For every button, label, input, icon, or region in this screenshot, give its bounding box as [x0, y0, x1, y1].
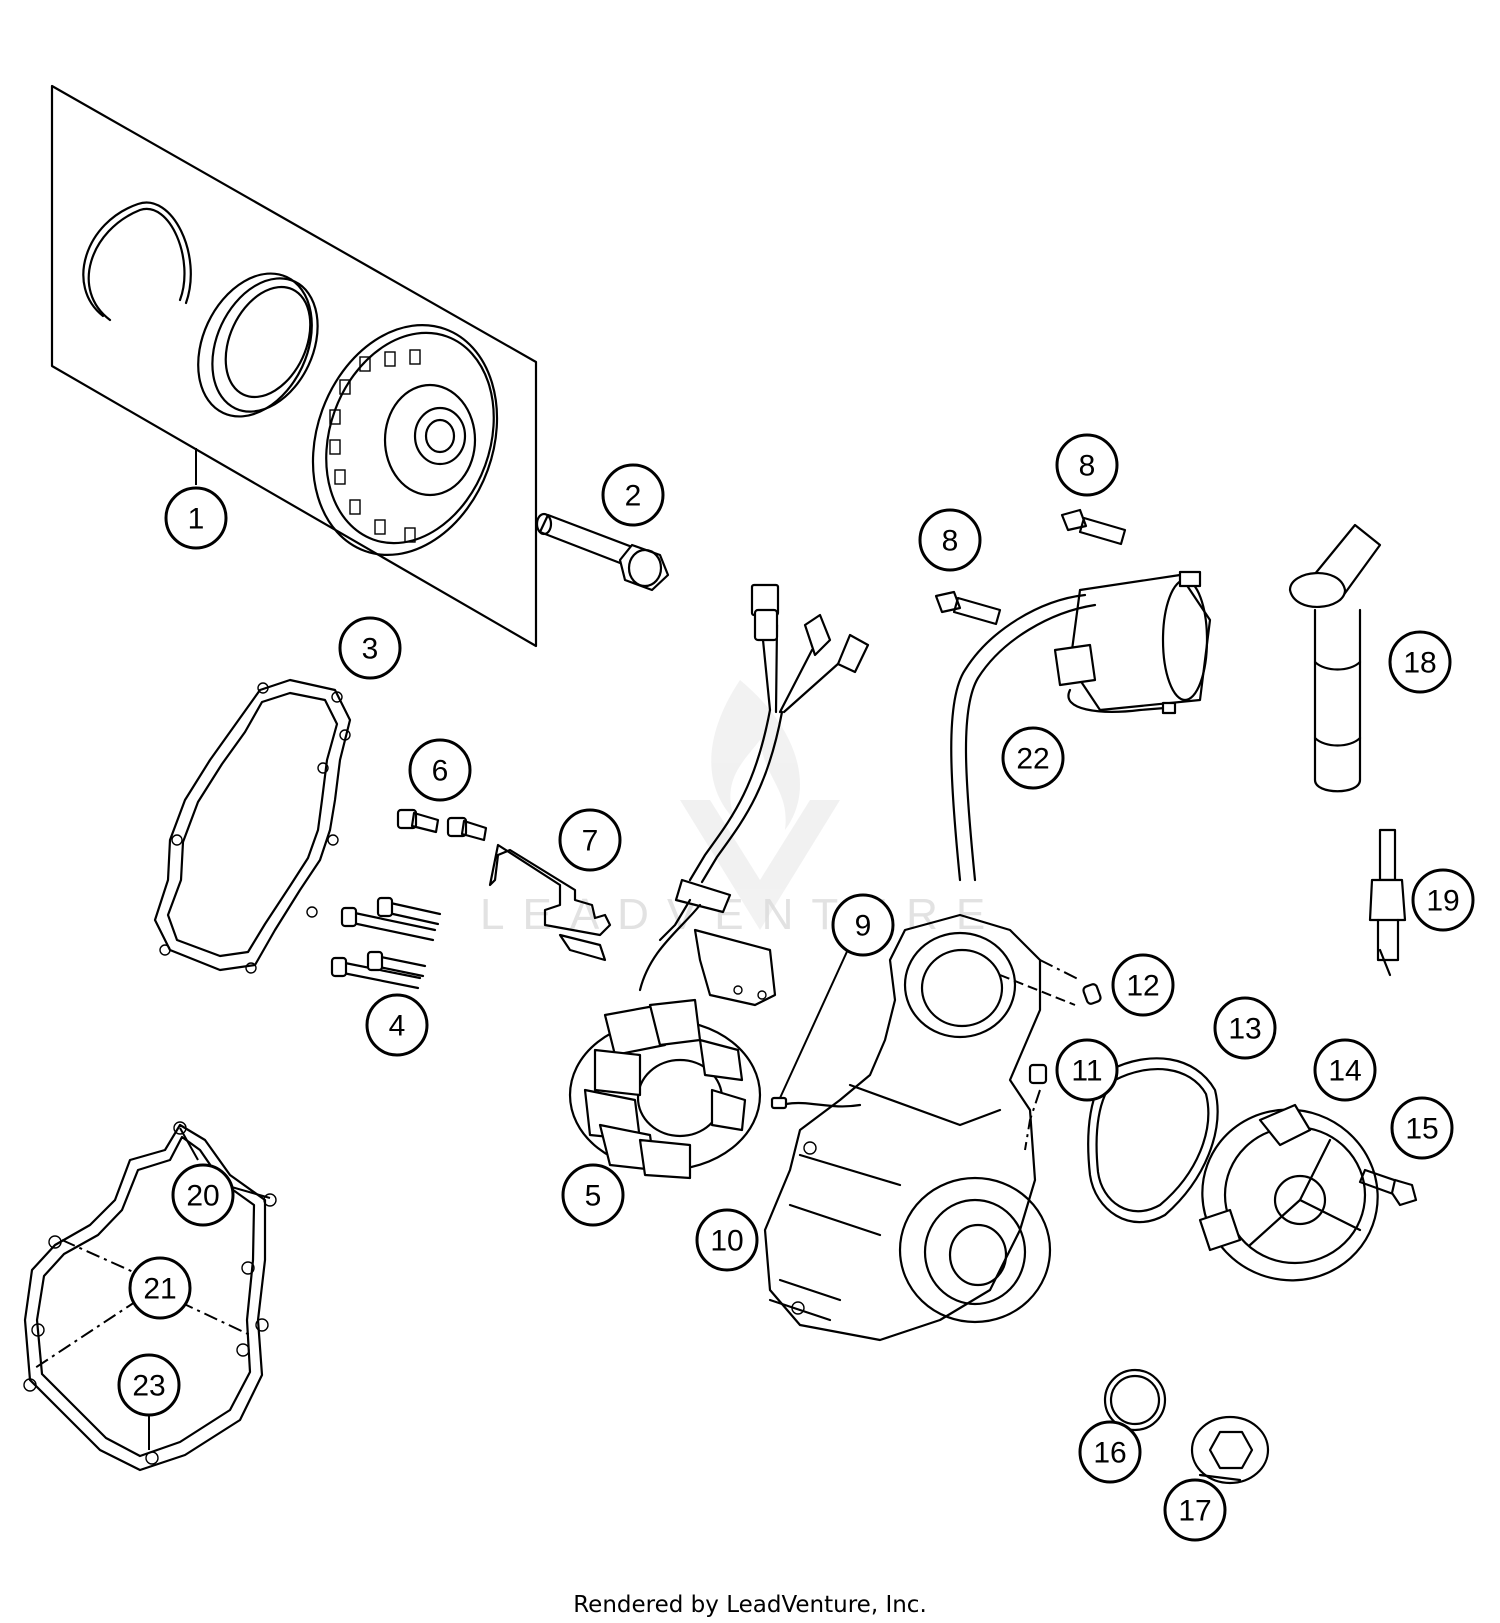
leader-lines [999, 974, 1076, 1006]
spark-plug-connector [1288, 523, 1382, 793]
callout-11: 11 [1055, 1038, 1119, 1102]
callout-23-label: 23 [132, 1370, 165, 1403]
callout-19-label: 19 [1426, 885, 1459, 918]
generator-cover [763, 913, 1081, 1342]
callout-6: 6 [408, 738, 472, 802]
footer-credit: Rendered by LeadVenture, Inc. [573, 1592, 927, 1618]
screw-plug [1190, 1415, 1270, 1485]
callout-8a-label: 8 [942, 525, 959, 558]
callout-10-label: 10 [710, 1225, 743, 1258]
callout-21-label: 21 [143, 1273, 176, 1306]
callout-15-label: 15 [1405, 1113, 1438, 1146]
flywheel-kit [50, 84, 538, 648]
callout-2: 2 [601, 463, 665, 527]
callout-1: 1 [164, 486, 228, 550]
callout-8b-label: 8 [1079, 450, 1096, 483]
cable-clamp [488, 843, 612, 962]
callout-1-label: 1 [188, 503, 205, 536]
spark-plug [1368, 828, 1407, 977]
callout-17-label: 17 [1178, 1495, 1211, 1528]
dowel-pin [1082, 983, 1102, 1005]
bolts-6 [396, 808, 488, 842]
callout-7: 7 [558, 808, 622, 872]
callout-20-label: 20 [186, 1180, 219, 1213]
callout-12: 12 [1111, 953, 1175, 1017]
callout-15: 15 [1390, 1096, 1454, 1160]
callout-13-label: 13 [1228, 1013, 1261, 1046]
callout-14: 14 [1313, 1038, 1377, 1102]
crankcase-gasket [23, 1121, 277, 1472]
bolt-15 [1358, 1168, 1418, 1207]
callout-3-label: 3 [362, 633, 379, 666]
bolts-8 [934, 508, 1127, 626]
callout-11-label: 11 [1071, 1055, 1102, 1088]
wiring-harness [638, 583, 870, 1007]
callout-10: 10 [695, 1208, 759, 1272]
callout-13: 13 [1213, 996, 1277, 1060]
cover-gasket [153, 678, 352, 974]
callout-18-label: 18 [1403, 647, 1436, 680]
callout-16-label: 16 [1093, 1437, 1126, 1470]
watermark-text: LEADVENTURE [480, 890, 1004, 939]
callout-16: 16 [1078, 1420, 1142, 1484]
callout-4-label: 4 [389, 1010, 406, 1043]
small-gasket [1087, 1057, 1219, 1224]
callout-8a: 8 [918, 508, 982, 572]
callout-6-label: 6 [432, 755, 449, 788]
bolt-2 [535, 512, 670, 592]
callout-22-label: 22 [1016, 743, 1049, 776]
callout-7-label: 7 [582, 825, 599, 858]
callout-17: 17 [1163, 1478, 1227, 1542]
callout-19: 19 [1411, 868, 1475, 932]
plug-11 [1028, 1063, 1048, 1085]
callout-14-label: 14 [1328, 1055, 1361, 1088]
callout-21: 21 [128, 1256, 192, 1320]
callout-5: 5 [561, 1163, 625, 1227]
starter-cover [1198, 1103, 1379, 1282]
callout-9: 9 [831, 893, 895, 957]
callout-8b: 8 [1055, 433, 1119, 497]
callout-3: 3 [338, 616, 402, 680]
callout-4: 4 [365, 993, 429, 1057]
stator [568, 998, 762, 1180]
screws-4 [330, 896, 442, 990]
o-ring [1103, 1368, 1167, 1432]
callout-22: 22 [1001, 726, 1065, 790]
callout-20: 20 [171, 1163, 235, 1227]
sensor-9 [770, 944, 862, 1110]
callout-18: 18 [1388, 630, 1452, 694]
callout-12-label: 12 [1126, 970, 1159, 1003]
callout-2-label: 2 [625, 480, 642, 513]
ignition-coil [950, 570, 1212, 882]
callout-23: 23 [117, 1353, 181, 1417]
callout-5-label: 5 [585, 1180, 602, 1213]
callout-9-label: 9 [855, 910, 872, 943]
